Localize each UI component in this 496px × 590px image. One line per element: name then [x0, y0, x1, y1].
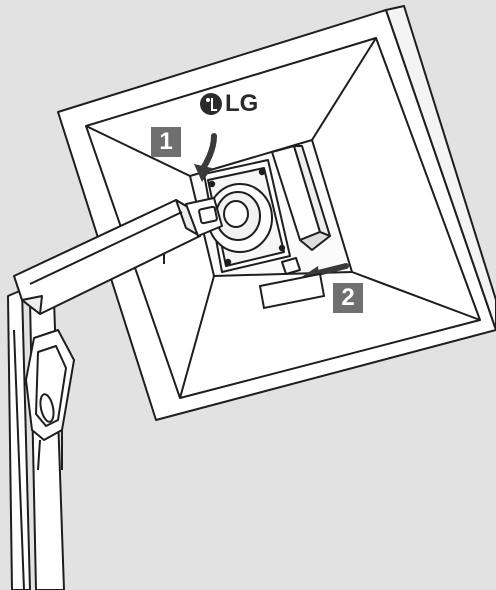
lg-logo: LG [200, 90, 258, 117]
cable-cover [271, 145, 331, 251]
stand-clip [25, 329, 75, 471]
label-plate [258, 272, 326, 310]
step-2-badge: 2 [333, 283, 363, 313]
logo-text: LG [225, 90, 258, 117]
hinge-knob [207, 183, 273, 253]
stand-arm [13, 197, 223, 315]
step-1-arrow [194, 133, 217, 182]
step-1-badge: 1 [151, 127, 181, 157]
